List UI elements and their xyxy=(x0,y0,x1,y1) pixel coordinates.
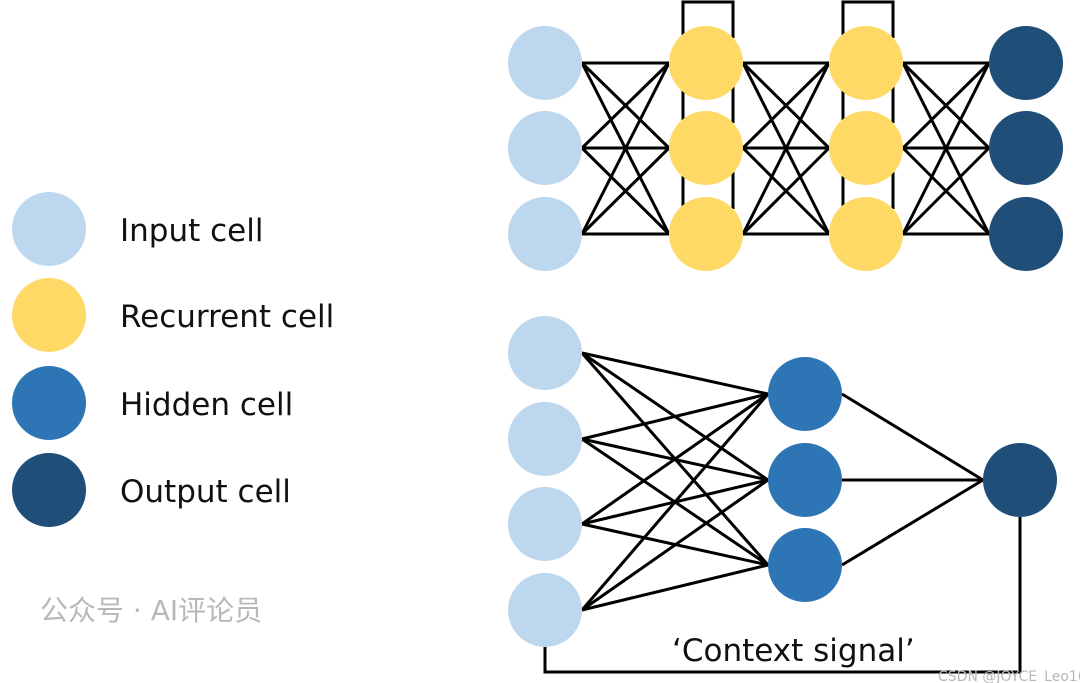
top-recurrent-cell xyxy=(829,26,903,100)
legend-output-swatch xyxy=(12,453,86,527)
legend-input-swatch xyxy=(12,192,86,266)
top-input-cell xyxy=(508,26,582,100)
top-output-cell xyxy=(989,26,1063,100)
bottom-connection xyxy=(581,563,769,612)
top-recurrent-cell xyxy=(669,26,743,100)
top-input-cell xyxy=(508,111,582,185)
legend-label: Output cell xyxy=(120,474,291,510)
legend-label: Input cell xyxy=(120,213,263,249)
top-recurrent-cell xyxy=(669,197,743,271)
top-connection xyxy=(580,146,671,236)
legend-item-output: Output cell xyxy=(12,453,291,527)
watermark-wechat: 公众号 · AI评论员 xyxy=(40,594,262,627)
top-connection xyxy=(580,62,671,235)
bottom-connection xyxy=(581,351,769,396)
top-output-cell xyxy=(989,197,1063,271)
legend-item-hidden: Hidden cell xyxy=(12,366,293,440)
connections xyxy=(580,61,991,612)
legend-item-recurrent: Recurrent cell xyxy=(12,278,334,352)
top-connection xyxy=(901,61,991,150)
bottom-output-cell xyxy=(983,443,1057,517)
bottom-input-cell xyxy=(508,487,582,561)
top-recurrent-cell xyxy=(829,197,903,271)
legend-label: Recurrent cell xyxy=(120,299,334,335)
top-recurrent-cell xyxy=(829,111,903,185)
legend-hidden-swatch xyxy=(12,366,86,440)
top-recurrent-cell xyxy=(669,111,743,185)
top-input-cell xyxy=(508,197,582,271)
bottom-connection xyxy=(581,478,769,612)
bottom-hidden-cell xyxy=(768,443,842,517)
bottom-hidden-cell xyxy=(768,357,842,431)
legend-label: Hidden cell xyxy=(120,387,293,423)
nodes xyxy=(508,26,1063,647)
bottom-connection xyxy=(841,392,984,482)
top-connection xyxy=(741,62,831,235)
recurrent-self-loop xyxy=(841,0,895,38)
recurrent-self-loop xyxy=(681,0,735,38)
top-connection xyxy=(901,146,991,236)
bottom-connection xyxy=(580,393,770,611)
top-connection xyxy=(901,62,991,235)
bottom-input-cell xyxy=(508,402,582,476)
bottom-input-cell xyxy=(508,573,582,647)
top-connection xyxy=(741,146,831,236)
bottom-connection xyxy=(841,478,984,567)
bottom-connection xyxy=(581,392,769,441)
watermark-csdn: CSDN @JOYCE_Leo16 xyxy=(938,669,1080,683)
bottom-connection xyxy=(581,392,769,526)
legend-recurrent-swatch xyxy=(12,278,86,352)
bottom-input-cell xyxy=(508,316,582,390)
legend-item-input: Input cell xyxy=(12,192,263,266)
context-signal-line xyxy=(543,517,1022,674)
bottom-hidden-cell xyxy=(768,528,842,602)
top-connection xyxy=(580,61,671,150)
context-signal-label: ‘Context signal’ xyxy=(672,633,915,669)
top-output-cell xyxy=(989,111,1063,185)
top-connection xyxy=(741,61,831,150)
